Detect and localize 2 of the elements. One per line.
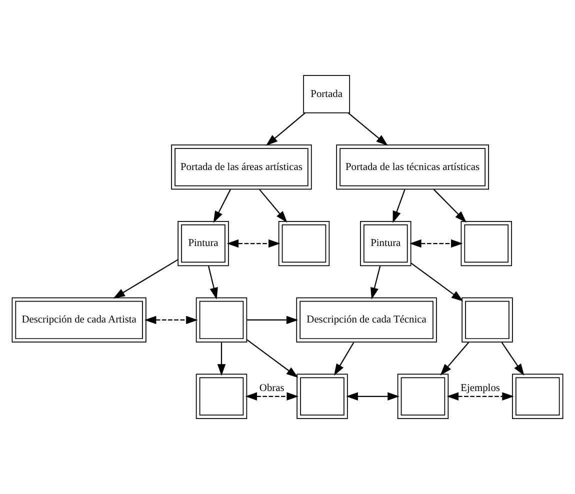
edge-label: Obras xyxy=(259,382,284,394)
edge-label: Ejemplos xyxy=(460,382,500,394)
